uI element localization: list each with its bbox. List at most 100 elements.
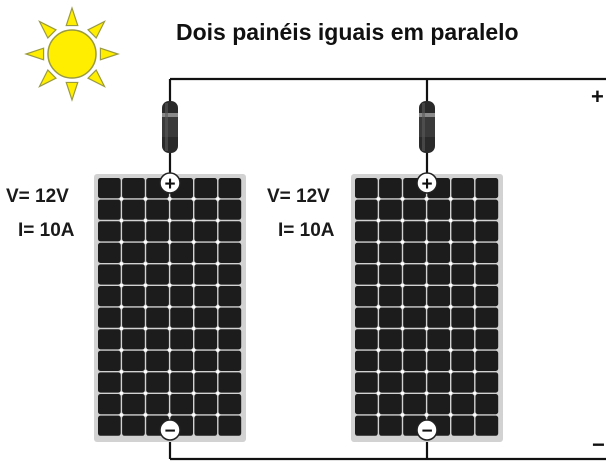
solar-cell — [98, 286, 121, 307]
cell-corner-dot — [376, 370, 380, 374]
solar-cell — [379, 242, 402, 263]
cell-corner-dot — [400, 262, 405, 266]
cell-corner-dot — [216, 305, 220, 309]
cell-corner-dot — [143, 391, 148, 395]
cell-corner-dot — [473, 240, 477, 244]
cell-corner-dot — [216, 218, 220, 223]
solar-cell — [122, 221, 145, 242]
solar-cell — [379, 307, 402, 328]
diagram-title: Dois painéis iguais em paralelo — [176, 19, 519, 45]
cell-corner-dot — [376, 326, 380, 331]
cell-corner-dot — [143, 413, 148, 417]
solar-cell — [427, 372, 450, 393]
cell-corner-dot — [192, 305, 196, 309]
solar-cell — [98, 415, 121, 436]
solar-cell — [122, 264, 145, 285]
solar-cell — [427, 242, 450, 263]
solar-cell — [355, 286, 378, 307]
sun-rays — [24, 6, 120, 102]
solar-cell — [355, 199, 378, 220]
solar-cell — [379, 394, 402, 415]
solar-cell — [427, 199, 450, 220]
solar-cell — [379, 415, 402, 436]
panel-1-voltage: V= 12V — [6, 186, 69, 207]
solar-cell — [218, 286, 242, 307]
solar-cell — [355, 178, 378, 199]
sun-body — [47, 29, 97, 79]
cell-corner-dot — [168, 262, 172, 266]
cell-corner-dot — [449, 413, 453, 417]
solar-cell — [98, 264, 121, 285]
solar-cell — [355, 221, 378, 242]
cell-corner-dot — [449, 283, 453, 287]
solar-cell — [403, 394, 426, 415]
solar-cell — [170, 394, 193, 415]
cell-corner-dot — [119, 391, 123, 395]
cell-corner-dot — [376, 391, 380, 395]
cell-corner-dot — [449, 218, 453, 223]
solar-cell — [146, 394, 169, 415]
cell-corner-dot — [425, 413, 429, 417]
solar-cell — [403, 199, 426, 220]
cell-corner-dot — [216, 197, 220, 201]
cell-corner-dot — [425, 240, 429, 244]
solar-cell — [451, 307, 475, 328]
plus-icon — [159, 172, 181, 194]
cell-corner-dot — [143, 305, 148, 309]
solar-cell — [122, 394, 145, 415]
minus-icon — [159, 419, 181, 441]
solar-cell — [475, 307, 499, 328]
cell-corner-dot — [119, 326, 123, 331]
cell-corner-dot — [425, 218, 429, 223]
sun-ray — [99, 47, 120, 61]
cell-corner-dot — [473, 197, 477, 201]
cell-corner-dot — [192, 262, 196, 266]
solar-cell — [218, 329, 242, 350]
cell-corner-dot — [473, 283, 477, 287]
cell-corner-dot — [400, 197, 405, 201]
solar-cell — [170, 199, 193, 220]
cell-corner-dot — [449, 370, 453, 374]
solar-cell — [98, 350, 121, 371]
solar-cell — [98, 307, 121, 328]
solar-cell — [146, 372, 169, 393]
panel-1-positive-terminal: + — [159, 172, 181, 195]
cell-corner-dot — [192, 348, 196, 352]
cell-corner-dot — [192, 283, 196, 287]
solar-cell — [98, 199, 121, 220]
cell-corner-dot — [168, 197, 172, 201]
diode-icon — [419, 101, 435, 153]
solar-cell — [122, 199, 145, 220]
solar-cell — [98, 242, 121, 263]
solar-cell — [355, 329, 378, 350]
cell-corner-dot — [449, 326, 453, 331]
solar-cell — [451, 329, 475, 350]
solar-cell — [170, 329, 193, 350]
solar-cell — [475, 264, 499, 285]
cell-corner-dot — [425, 326, 429, 331]
cell-corner-dot — [143, 218, 148, 223]
solar-cell — [194, 415, 218, 436]
cell-corner-dot — [119, 218, 123, 223]
solar-cell — [403, 329, 426, 350]
cell-corner-dot — [473, 262, 477, 266]
plus-icon — [416, 172, 438, 194]
cell-corner-dot — [473, 391, 477, 395]
solar-cell — [218, 415, 242, 436]
panel-2-negative-label: − — [421, 421, 432, 442]
solar-cell — [122, 329, 145, 350]
solar-cell — [170, 242, 193, 263]
solar-cell — [218, 394, 242, 415]
solar-cell — [379, 199, 402, 220]
cell-corner-dot — [400, 348, 405, 352]
cell-corner-dot — [143, 197, 148, 201]
cell-corner-dot — [376, 283, 380, 287]
solar-cell — [146, 286, 169, 307]
solar-cell — [355, 394, 378, 415]
cell-corner-dot — [119, 413, 123, 417]
solar-cell — [170, 221, 193, 242]
solar-cell — [355, 264, 378, 285]
cell-corner-dot — [143, 240, 148, 244]
cell-corner-dot — [216, 370, 220, 374]
